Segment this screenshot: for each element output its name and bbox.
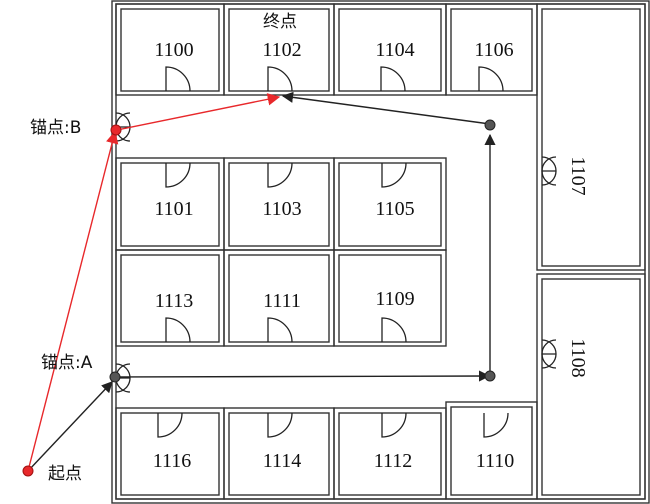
room-label: 1107: [567, 156, 589, 195]
door-icon: [541, 339, 557, 369]
door-icon: [267, 412, 293, 438]
room-1104: 1104: [333, 3, 447, 96]
anchor-a-node: [109, 371, 121, 383]
room-1116: 1116: [115, 407, 225, 500]
path-segment-b-to-end: [116, 93, 281, 131]
turn-node-lower: [484, 370, 496, 382]
door-icon: [165, 317, 191, 343]
room-label: 1113: [155, 290, 194, 312]
room-1110: 1110: [445, 401, 538, 500]
room-label: 1105: [375, 198, 414, 220]
room-label: 1106: [474, 39, 513, 61]
end-point-label: 终点: [263, 12, 297, 32]
room-label: 1112: [374, 450, 413, 472]
room-label: 1103: [262, 198, 301, 220]
path-segment-start-to-a: [27, 381, 113, 472]
room-1106: 1106: [445, 3, 538, 96]
door-icon: [478, 66, 504, 92]
anchor-b-node: [110, 124, 122, 136]
room-1107: 1107: [536, 3, 646, 271]
door-icon: [267, 66, 293, 92]
start-point-label: 起点: [48, 464, 82, 484]
door-icon: [380, 66, 406, 92]
room-label: 1108: [567, 338, 589, 377]
path-segment-to-end: [281, 91, 491, 125]
room-label: 1116: [153, 450, 192, 472]
anchor-a-label: 锚点:A: [41, 353, 93, 373]
start-node: [22, 465, 34, 477]
door-icon: [165, 66, 191, 92]
door-icon: [267, 317, 293, 343]
room-label: 1114: [263, 450, 302, 472]
door-icon: [541, 156, 557, 186]
room-label: 1101: [154, 198, 193, 220]
anchor-b-label: 锚点:B: [30, 118, 81, 138]
door-icon: [483, 412, 509, 438]
room-label: 1104: [375, 39, 414, 61]
room-label: 1110: [476, 450, 515, 472]
path-segment-start-to-b: [27, 130, 119, 472]
room-label: 1111: [263, 290, 301, 312]
door-icon: [381, 317, 407, 343]
room-label: 1100: [154, 39, 193, 61]
room-label: 1102: [262, 39, 301, 61]
room-1114: 1114: [223, 407, 335, 500]
door-icon: [381, 412, 407, 438]
door-icon: [165, 162, 191, 188]
door-icon: [381, 162, 407, 188]
room-1102: 1102: [223, 3, 335, 96]
path-segment-a-right: [114, 370, 491, 382]
room-1108: 1108: [536, 273, 646, 500]
door-icon: [267, 162, 293, 188]
room-1111: 1111: [223, 249, 335, 347]
room-label: 1109: [375, 288, 414, 310]
door-icon: [157, 412, 183, 438]
room-1109: 1109: [333, 249, 447, 347]
turn-node-upper: [484, 119, 496, 131]
